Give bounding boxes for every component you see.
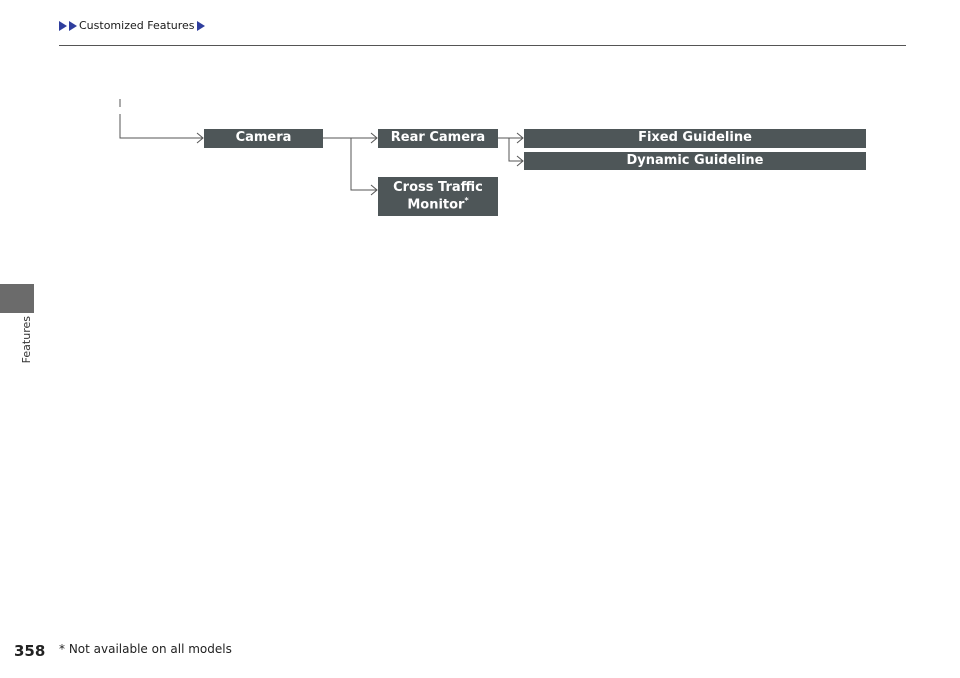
breadcrumb-label[interactable]: Customized Features xyxy=(79,19,195,32)
dynamic-guideline-menu-box[interactable]: Dynamic Guideline xyxy=(524,152,866,170)
fixed-guideline-label: Fixed Guideline xyxy=(638,130,752,146)
breadcrumb: Customized Features xyxy=(59,19,205,32)
rear-camera-label: Rear Camera xyxy=(390,130,486,146)
cross-traffic-monitor-menu-box[interactable]: Cross Traffic Monitor* xyxy=(378,177,498,216)
rear-camera-menu-box[interactable]: Rear Camera xyxy=(378,129,498,148)
cross-traffic-label-line1: Cross Traffic xyxy=(393,179,483,195)
breadcrumb-arrow-icon xyxy=(196,20,205,31)
section-tab xyxy=(0,284,34,313)
breadcrumb-arrow-icon xyxy=(59,20,67,31)
header-rule xyxy=(59,45,906,46)
cross-traffic-label-monitor: Monitor xyxy=(407,197,465,213)
cross-traffic-label-line2: Monitor* xyxy=(407,196,468,214)
camera-label: Camera xyxy=(235,130,292,146)
page-number: 358 xyxy=(14,642,46,660)
fixed-guideline-menu-box[interactable]: Fixed Guideline xyxy=(524,129,866,148)
camera-menu-box[interactable]: Camera xyxy=(204,129,323,148)
footnote: * Not available on all models xyxy=(59,642,232,656)
breadcrumb-arrow-icon xyxy=(69,20,77,31)
availability-marker: * xyxy=(464,195,469,205)
dynamic-guideline-label: Dynamic Guideline xyxy=(626,152,764,168)
